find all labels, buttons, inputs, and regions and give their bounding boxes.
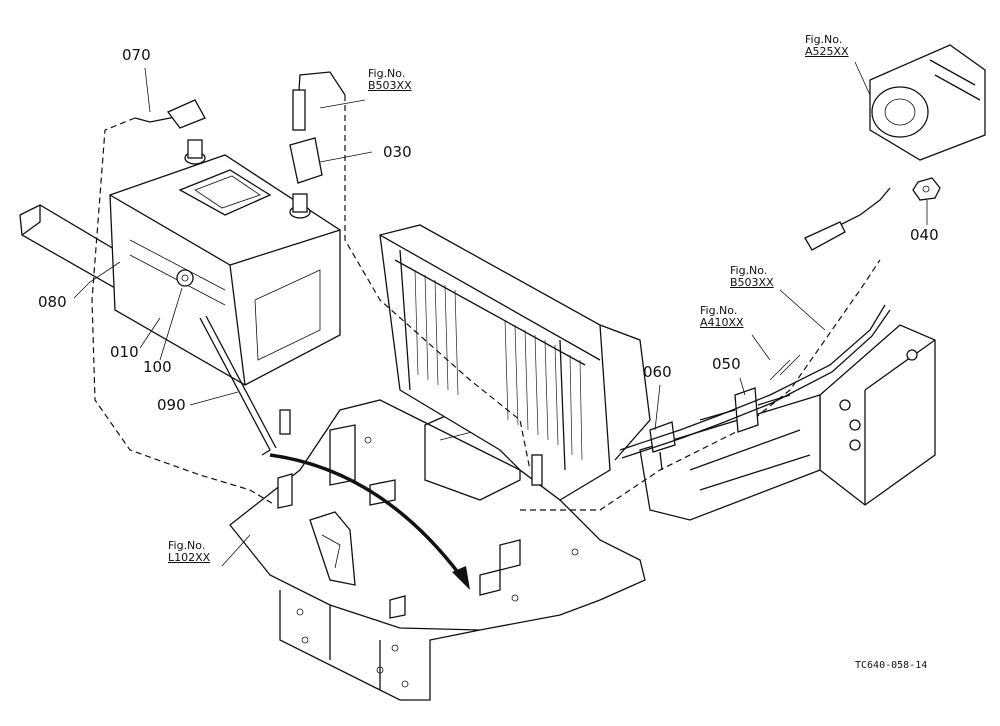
figure-ref-a525-code: A525XX: [805, 45, 849, 58]
callout-080: 080: [38, 293, 67, 311]
ground-bolt: [279, 409, 543, 486]
callout-010: 010: [110, 343, 139, 361]
figure-ref-a410-code: A410XX: [700, 316, 744, 329]
figure-ref-a525: Fig.No. A525XX: [805, 34, 849, 58]
figure-ref-b503-mid: Fig.No. B503XX: [730, 265, 774, 289]
part-070-cable: [91, 99, 293, 509]
figure-ref-l102-prefix: Fig.No.: [168, 539, 206, 552]
callout-090: 090: [157, 396, 186, 414]
routing-arrow: [269, 453, 470, 590]
figure-ref-b503-top-prefix: Fig.No.: [368, 67, 406, 80]
leader-lines: [73, 61, 928, 567]
figure-ref-l102: Fig.No. L102XX: [168, 540, 210, 564]
part-010-battery: [109, 139, 341, 386]
figure-ref-b503-top: Fig.No. B503XX: [368, 68, 412, 92]
starter-motor: [869, 44, 986, 161]
figure-ref-b503-mid-prefix: Fig.No.: [730, 264, 768, 277]
callout-050: 050: [712, 355, 741, 373]
wire-harness: [619, 304, 891, 459]
figure-ref-b503-top-code: B503XX: [368, 79, 412, 92]
callout-040: 040: [910, 226, 939, 244]
drawing-id: TC640-058-14: [855, 660, 928, 671]
figure-ref-a525-prefix: Fig.No.: [805, 33, 843, 46]
callout-060: 060: [643, 363, 672, 381]
part-100-nut: [176, 269, 194, 287]
figure-ref-a410: Fig.No. A410XX: [700, 305, 744, 329]
part-060-clamp: [649, 421, 676, 471]
chassis-bracket: [639, 324, 936, 521]
callout-100: 100: [143, 358, 172, 376]
figure-ref-b503-mid-code: B503XX: [730, 276, 774, 289]
figure-ref-a410-prefix: Fig.No.: [700, 304, 738, 317]
radiator-core: [379, 224, 651, 501]
part-090-rod: [199, 315, 277, 456]
callout-030: 030: [383, 143, 412, 161]
figure-ref-l102-code: L102XX: [168, 551, 211, 564]
callout-070: 070: [122, 46, 151, 64]
part-040-nut: [912, 177, 941, 201]
